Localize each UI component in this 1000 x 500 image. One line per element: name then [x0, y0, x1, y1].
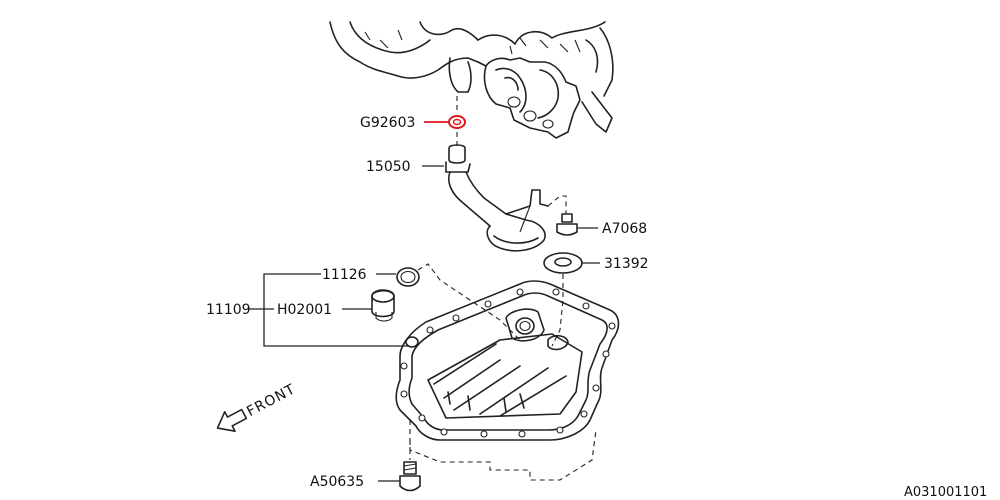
front-direction-indicator: FRONT — [216, 381, 298, 433]
pan-bottom-outline — [409, 420, 597, 481]
part-11109-oil-pan[interactable] — [395, 280, 620, 441]
part-11126-drain-gasket[interactable] — [396, 267, 420, 287]
part-a50635-bolt[interactable] — [399, 461, 421, 492]
bracket-11109 — [263, 273, 408, 347]
dash-gasket-to-pan — [551, 274, 564, 347]
front-arrow-icon — [216, 408, 248, 433]
engine-block — [329, 21, 614, 139]
label-11109[interactable]: 11109 — [206, 302, 251, 318]
front-label: FRONT — [244, 381, 298, 420]
label-15050[interactable]: 15050 — [366, 159, 411, 175]
part-a7068-bolt[interactable] — [556, 213, 578, 236]
part-15050-oil-strainer[interactable] — [445, 144, 567, 252]
part-h02001-drain-plug[interactable] — [371, 289, 395, 322]
label-a7068[interactable]: A7068 — [602, 221, 647, 237]
part-31392-gasket[interactable] — [543, 252, 583, 274]
figure-code: A031001101 — [904, 485, 987, 500]
part-g92603-washer[interactable] — [448, 115, 466, 129]
label-11126[interactable]: 11126 — [322, 267, 367, 283]
label-31392[interactable]: 31392 — [604, 256, 649, 272]
label-g92603[interactable]: G92603 — [360, 115, 415, 131]
dash-11126-to-pan — [417, 263, 521, 341]
label-a50635[interactable]: A50635 — [310, 474, 364, 490]
label-h02001[interactable]: H02001 — [277, 302, 332, 318]
